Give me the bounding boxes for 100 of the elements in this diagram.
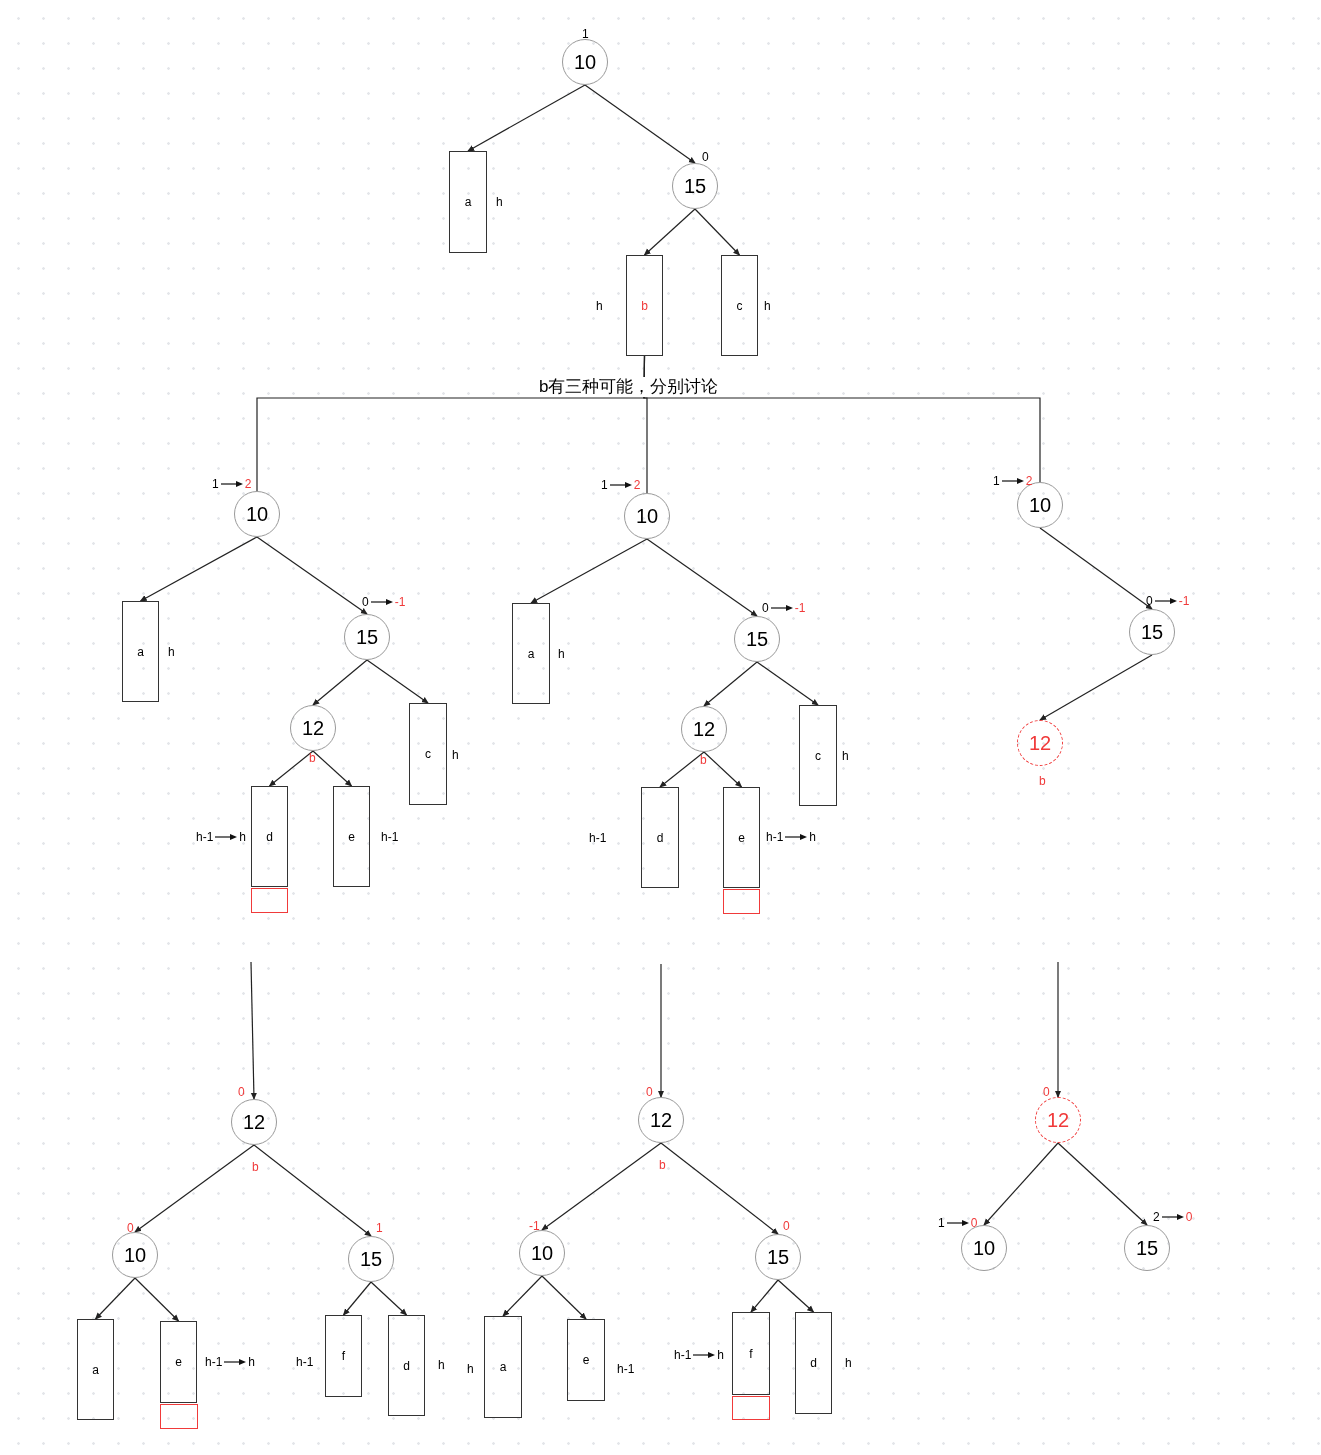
height-increase-box [723, 889, 760, 914]
height-label: h [842, 749, 849, 763]
height-label: h-1 [589, 831, 607, 845]
arrow [134, 1144, 255, 1233]
balance-factor: 0 [362, 595, 369, 609]
balance-factor: 1 [938, 1216, 945, 1230]
balance-factor: 1 [601, 478, 608, 492]
subtree-box: a [484, 1316, 522, 1418]
height-label: h [596, 299, 603, 313]
height-label: h [248, 1355, 256, 1369]
height-label: h [452, 748, 459, 762]
arrow [750, 1279, 779, 1313]
balance-factor: 1 [212, 477, 219, 491]
arrow [694, 208, 741, 256]
subtree-box: e [567, 1319, 605, 1401]
arrow [268, 750, 314, 787]
height-increase-box [732, 1396, 770, 1420]
arrow [366, 659, 429, 704]
arrow [530, 538, 648, 604]
arrow [657, 963, 665, 1098]
arrow [1057, 1142, 1148, 1226]
arrow [777, 1279, 815, 1313]
subtree-box: f [732, 1312, 770, 1395]
subtree-box: c [409, 703, 447, 805]
branch-line [643, 355, 1041, 483]
note-text: b有三种可能，分别讨论 [537, 377, 721, 397]
subtree-box: f [325, 1315, 362, 1397]
balance-factor: 1 [993, 474, 1000, 488]
height-label: h [168, 645, 175, 659]
balance-factor: -1 [529, 1219, 540, 1233]
balance-factor: 1 [582, 27, 589, 41]
arrow [139, 536, 258, 602]
arrow [659, 751, 705, 788]
balance-factor: 0 [127, 1221, 134, 1235]
arrow [643, 208, 696, 256]
arrow [312, 750, 353, 787]
height-label: h-1 [617, 1362, 635, 1376]
balance-factor: 0 [783, 1219, 790, 1233]
balance-factor: 0 [646, 1085, 653, 1099]
balance-factor: 0 [1043, 1085, 1050, 1099]
height-label: h [438, 1358, 445, 1372]
arrow [250, 961, 257, 1100]
height-label: h [239, 830, 247, 844]
subtree-box: e [160, 1321, 197, 1403]
subtree-box: e [333, 786, 370, 887]
subtree-name-label: b [252, 1160, 259, 1174]
height-label: h-1 [196, 830, 214, 844]
height-label: h-1 [381, 830, 399, 844]
arrow [1039, 654, 1153, 721]
height-label: h-1 [205, 1355, 223, 1369]
arrow [467, 84, 586, 152]
balance-factor: 2 [633, 478, 641, 492]
subtree-box: b [626, 255, 663, 356]
arrow [660, 1142, 779, 1235]
height-increase-box [251, 888, 288, 913]
arrow [370, 1281, 408, 1316]
balance-factor: 0 [702, 150, 709, 164]
subtree-box: a [122, 601, 159, 702]
arrow [541, 1142, 662, 1231]
height-label: h [496, 195, 503, 209]
arrow [756, 661, 819, 706]
arrow [541, 1275, 587, 1320]
subtree-name-label: b [309, 751, 316, 765]
balance-factor: 0 [238, 1085, 245, 1099]
arrow [1039, 527, 1153, 610]
arrow [256, 536, 368, 615]
arrow [134, 1277, 180, 1322]
arrow [502, 1275, 543, 1317]
balance-factor: 0 [1185, 1210, 1193, 1224]
subtree-name-label: b [1039, 774, 1046, 788]
height-increase-box [160, 1404, 198, 1429]
subtree-box: d [251, 786, 288, 887]
height-label: h [809, 830, 817, 844]
subtree-box: a [77, 1319, 114, 1420]
height-label: h [845, 1356, 852, 1370]
arrow [703, 661, 758, 707]
subtree-box: a [512, 603, 550, 704]
height-label: h-1 [674, 1348, 692, 1362]
subtree-box: c [721, 255, 758, 356]
subtree-box: d [388, 1315, 425, 1416]
arrow [94, 1277, 136, 1320]
balance-factor: 2 [1153, 1210, 1160, 1224]
subtree-box: e [723, 787, 760, 888]
arrow [312, 659, 368, 706]
height-label: h [558, 647, 565, 661]
arrow [1054, 961, 1062, 1098]
arrow [342, 1281, 372, 1316]
height-label: h [764, 299, 771, 313]
height-label: h [717, 1348, 725, 1362]
balance-factor: -1 [794, 601, 806, 615]
balance-factor: 1 [376, 1221, 383, 1235]
subtree-box: d [795, 1312, 832, 1414]
subtree-box: a [449, 151, 487, 253]
subtree-name-label: b [700, 753, 707, 767]
balance-factor: -1 [1178, 594, 1190, 608]
subtree-box: d [641, 787, 679, 888]
balance-factor: 2 [244, 477, 252, 491]
arrow [584, 84, 696, 164]
arrow [983, 1142, 1059, 1226]
arrow [646, 538, 758, 617]
